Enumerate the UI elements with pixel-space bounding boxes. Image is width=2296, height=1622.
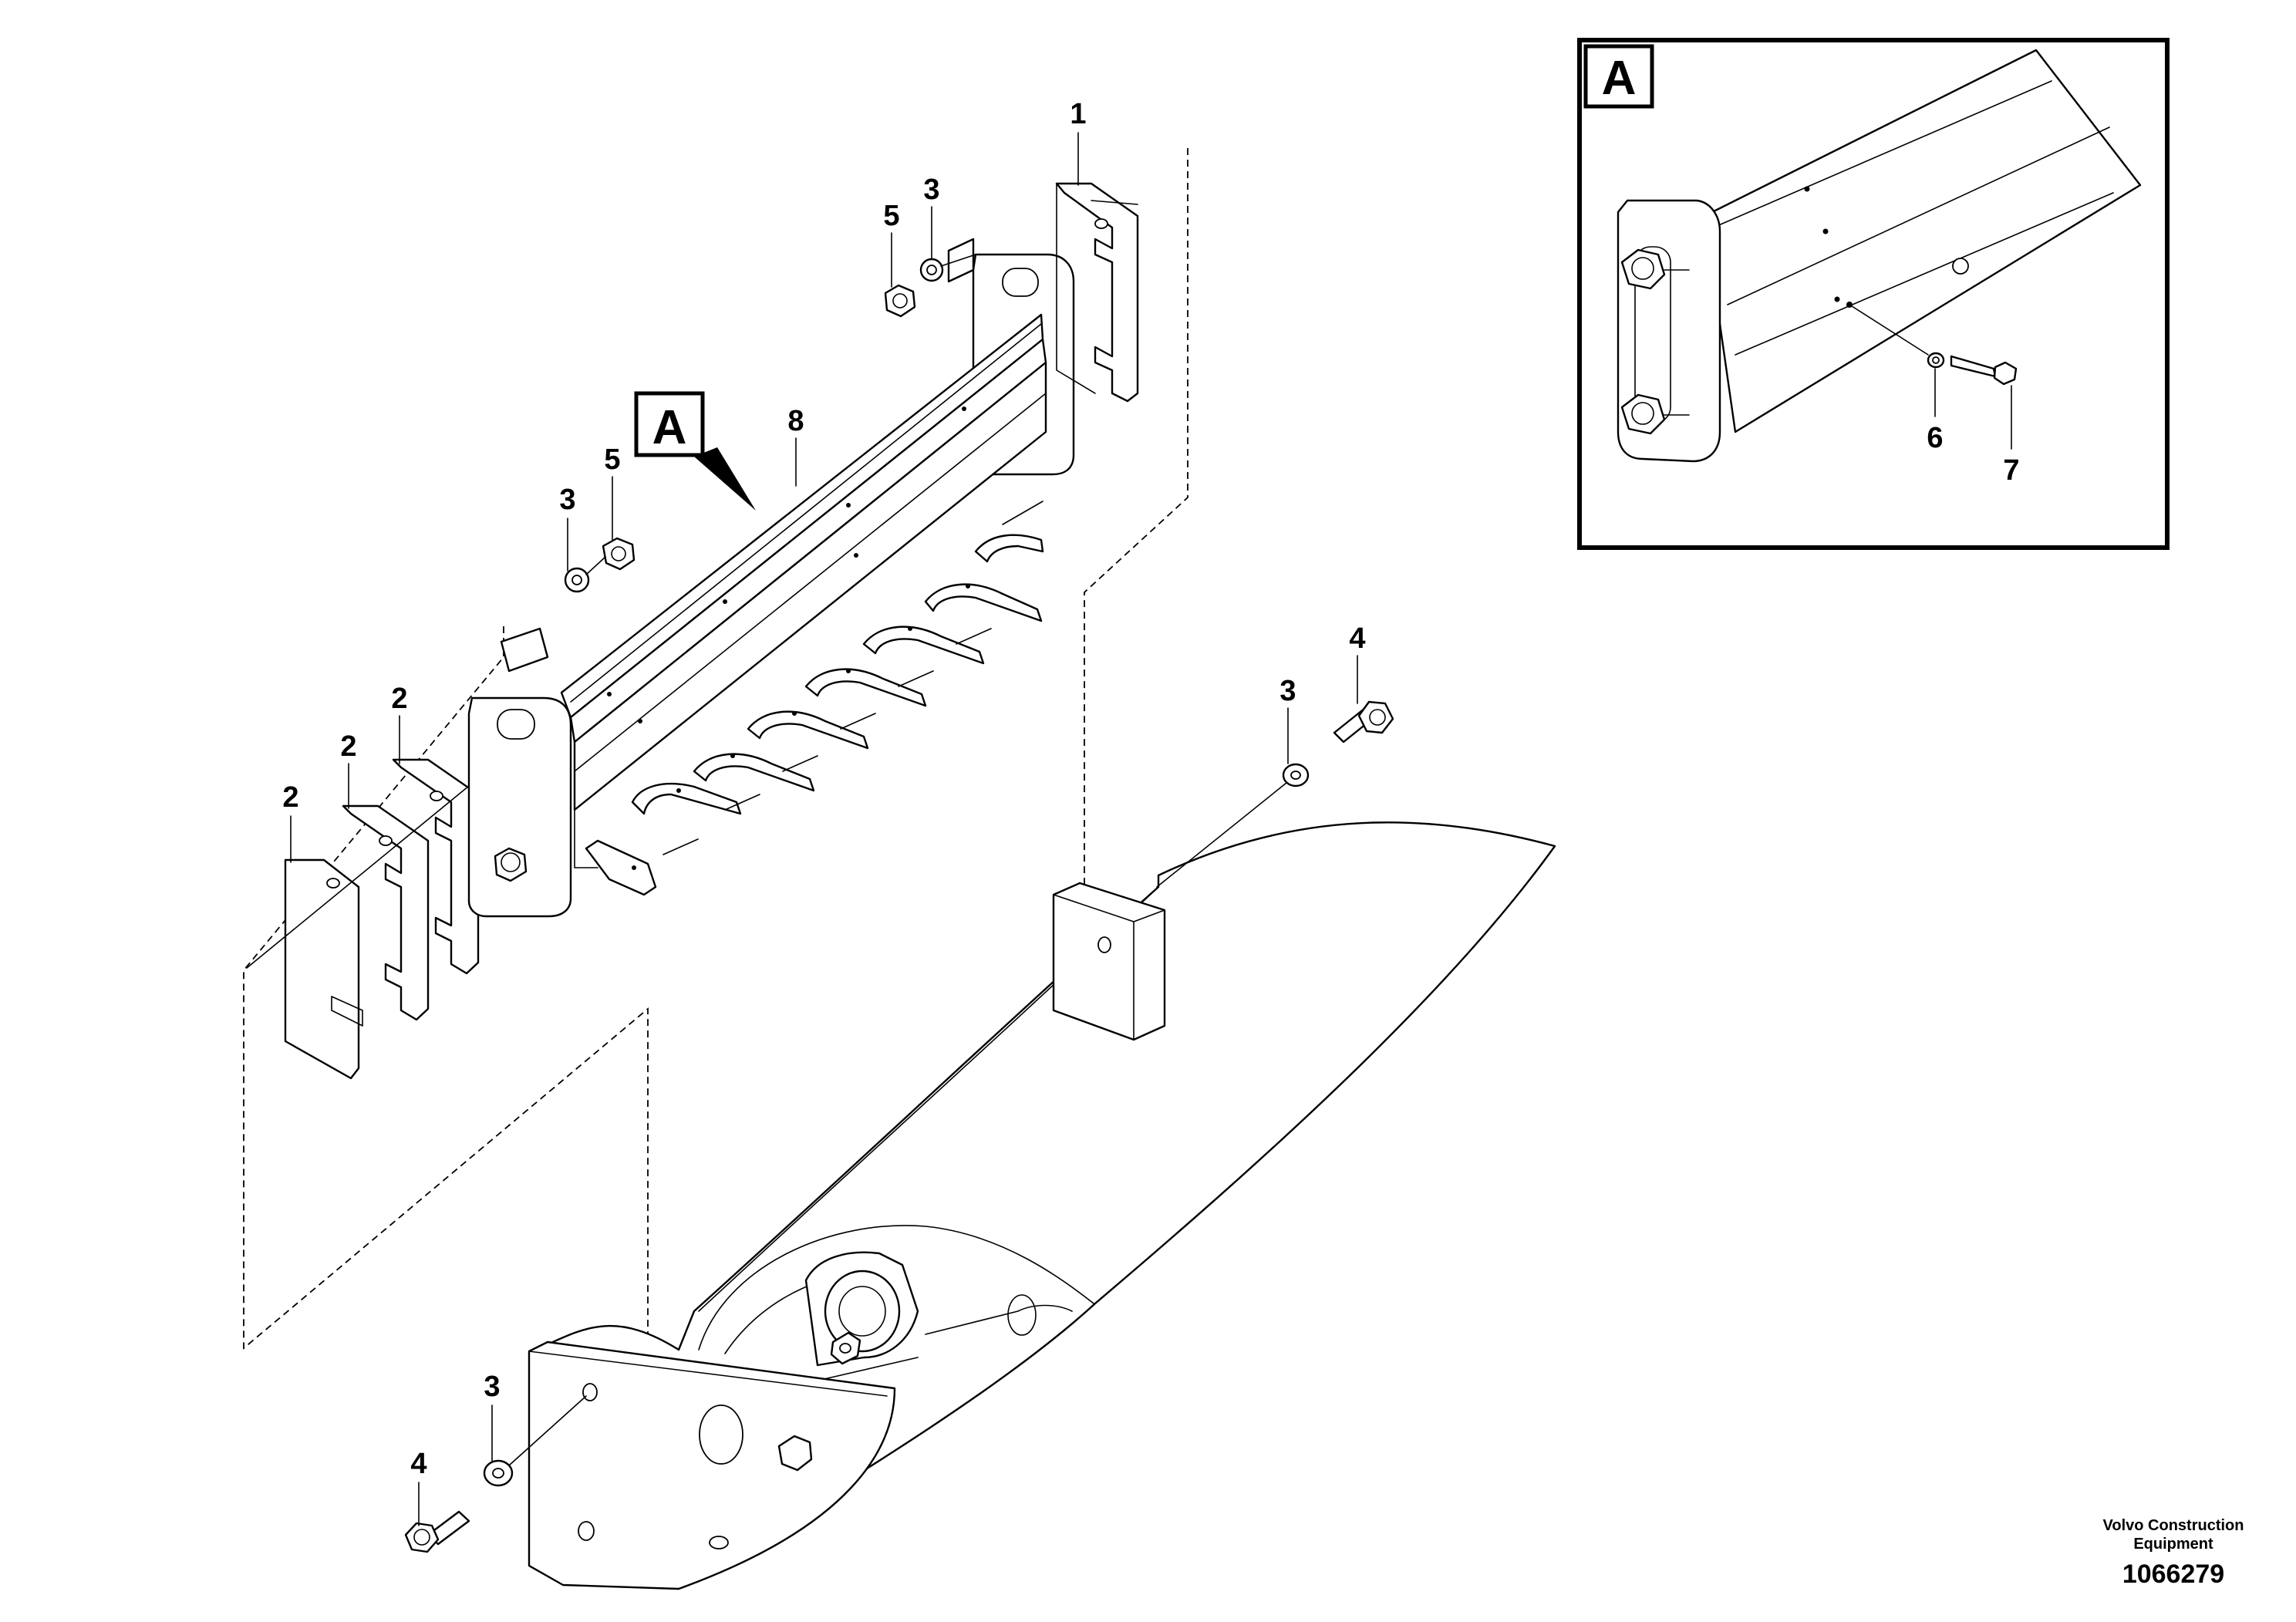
shim-plate-right [1055,182,1139,403]
drum-body [528,821,1556,1590]
callout-3: 3 [1279,675,1296,707]
callout-5: 5 [883,200,899,232]
bolt-head-icon [1620,248,1666,290]
callout-6: 6 [1927,422,1943,454]
brand-line-2: Equipment [2133,1536,2213,1553]
callouts: 1 3 5 8 5 3 2 2 2 4 3 3 4 [282,98,1365,1480]
screw-head-icon [1993,361,2018,386]
drawing-number: 1066279 [2122,1560,2224,1589]
callout-2: 2 [340,730,356,763]
callout-2: 2 [391,683,407,715]
callout-3: 3 [484,1371,500,1403]
brand-line-1: Volvo Construction [2103,1517,2244,1534]
callout-3: 3 [923,174,939,206]
callout-7: 7 [2003,454,2019,487]
bolt-head-icon [1620,393,1666,435]
detail-tag-label: A [1602,52,1637,105]
main-beam [467,238,1075,918]
callout-3: 3 [559,484,575,516]
callout-2: 2 [282,781,298,814]
drive-motor [804,1251,1073,1381]
nut-icon [602,537,636,571]
beam-fingers [585,501,1044,896]
drum-bracket [1052,882,1166,1041]
shim-plates-left [246,740,525,1080]
callout-5: 5 [604,443,620,476]
bolt-head-icon [1357,700,1394,734]
callout-8: 8 [787,405,804,437]
nut-icon [884,284,916,318]
callout-4: 4 [1349,622,1365,655]
callout-4: 4 [410,1448,426,1480]
footer: Volvo Construction Equipment 1066279 [2103,1517,2244,1589]
view-tag-a: A [634,391,756,511]
view-tag-label: A [652,401,687,454]
leader-lines [290,132,1358,1526]
detail-view-a: A 6 7 [1577,38,2170,550]
callout-1: 1 [1070,98,1086,130]
fasteners [404,254,1394,1553]
bolt-head-icon [404,1522,440,1553]
end-plate [528,1340,896,1590]
